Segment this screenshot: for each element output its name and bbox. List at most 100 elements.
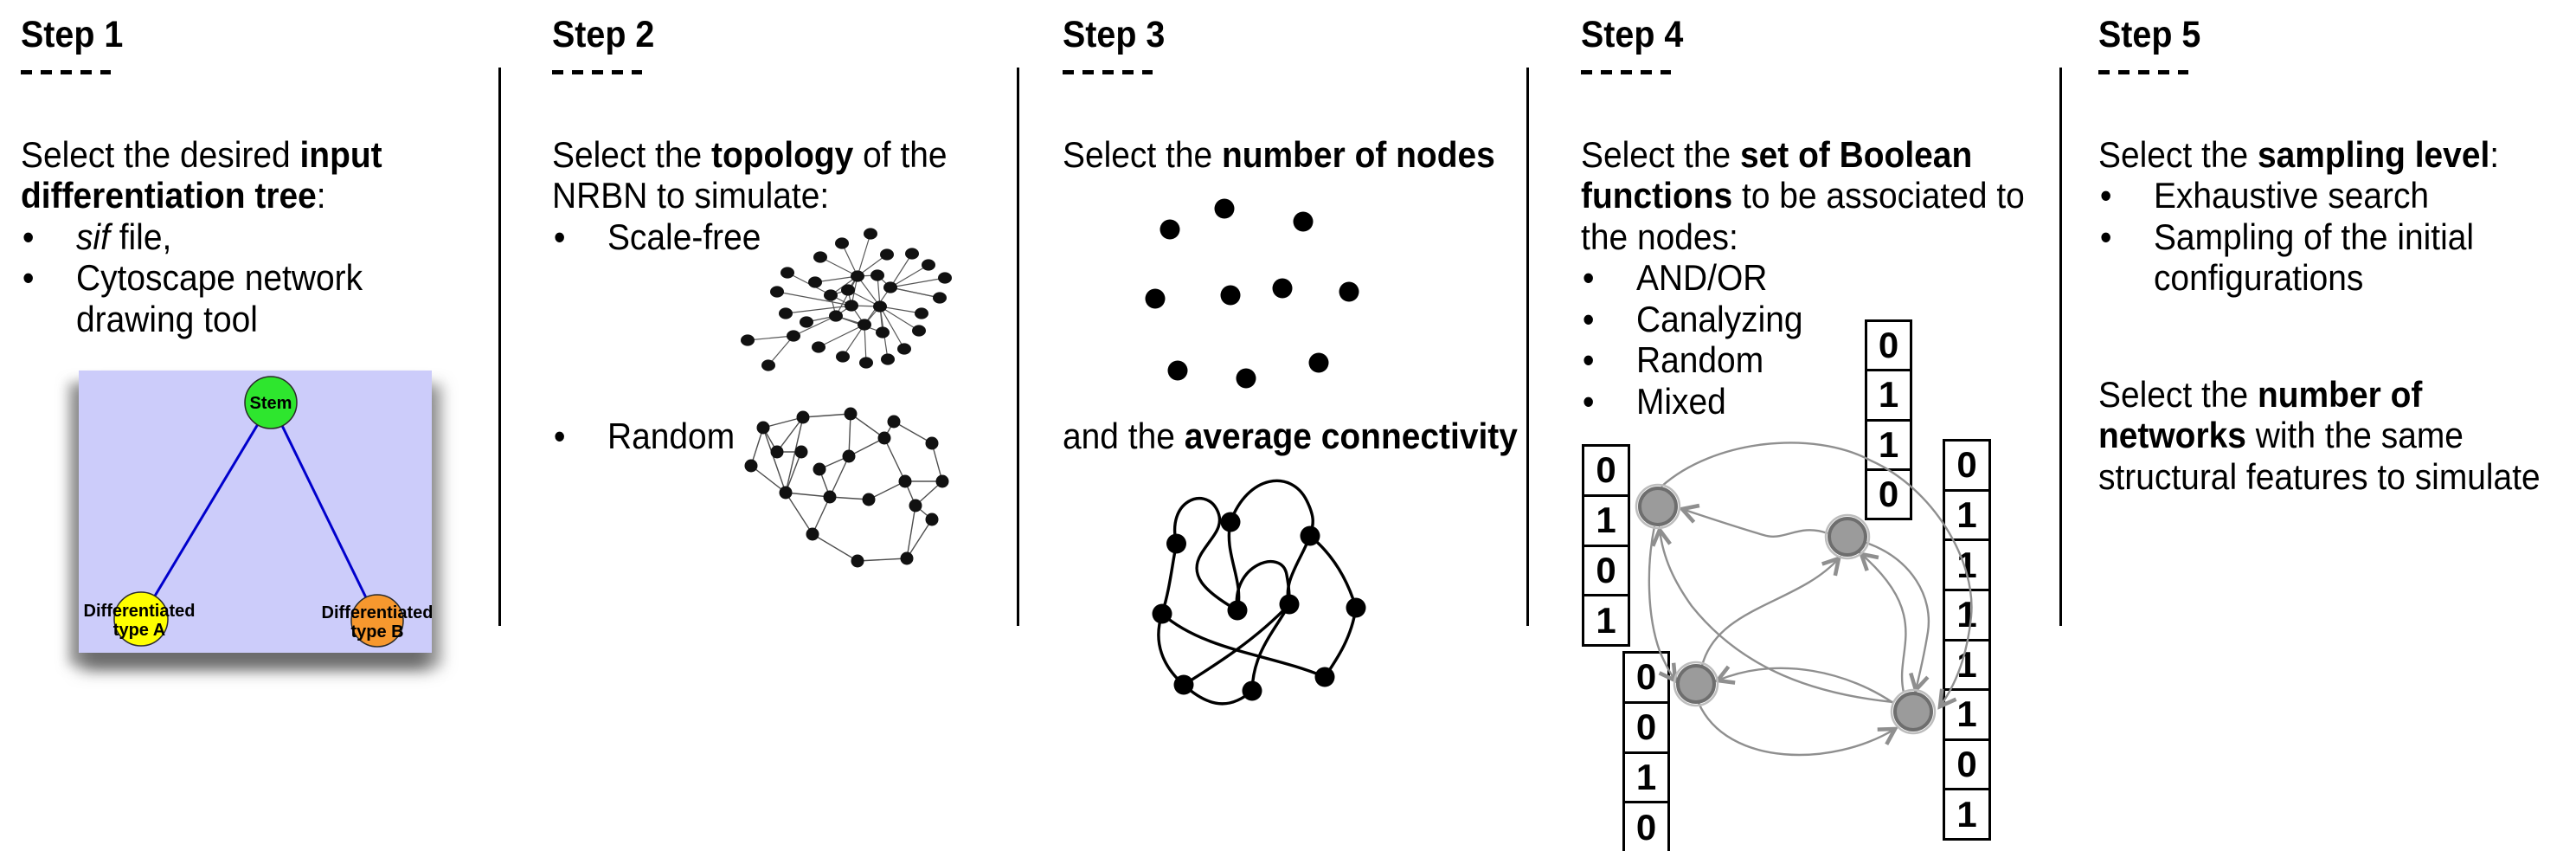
arrow-a-to-c: [1648, 525, 1678, 684]
text-segment: differentiation tree: [21, 175, 317, 216]
bullet-icon: •: [2099, 216, 2112, 257]
step-5-text-line-3: networks with the same: [2098, 415, 2464, 456]
text-segment: Random: [1635, 339, 1764, 380]
truth-table-cell: 0: [1625, 801, 1667, 851]
step-3-dashed-separator: [1063, 70, 1153, 74]
stem-node: [244, 376, 298, 429]
column-divider-3: [1526, 68, 1529, 626]
truth-table-cell: 0: [1956, 444, 1977, 486]
step-2-dashed-separator: [552, 70, 642, 74]
text-segment: Cytoscape network: [75, 257, 363, 298]
bullet-icon: •: [1582, 257, 1595, 298]
step-4-text-line-2: functions to be associated to: [1581, 175, 2025, 216]
arrow-c-to-b: [1700, 555, 1842, 667]
boolean-network-arrows: [1648, 442, 1973, 757]
text-segment: Select the: [2098, 374, 2258, 415]
truth-table-cell: 0: [1878, 325, 1899, 366]
step-2-text-line-1: Select the topology of the: [552, 134, 948, 176]
text-segment: Scale-free: [607, 216, 761, 257]
text-segment: Canalyzing: [1635, 299, 1803, 339]
type-b-label-line-1: Differentiated: [322, 603, 432, 622]
bullet-icon: •: [1582, 381, 1595, 422]
text-segment: sif: [75, 216, 110, 257]
text-segment: NRBN to simulate:: [552, 175, 830, 216]
connectivity-dots: [1152, 512, 1366, 701]
step-3-title: Step 3: [1063, 14, 1166, 55]
tree-edges: [139, 402, 379, 622]
text-segment: Select the: [552, 134, 711, 175]
random-network-figure: [744, 407, 949, 568]
scale-free-nodes: [741, 228, 952, 371]
step-4-title: Step 4: [1581, 14, 1684, 55]
boolean-network-nodes: [1635, 483, 1937, 735]
text-segment: with the same: [2245, 415, 2464, 455]
random-edges: [750, 413, 943, 562]
text-segment: structural features to simulate: [2098, 456, 2541, 497]
step-5-text-line-4: structural features to simulate: [2098, 456, 2541, 498]
column-divider-4: [2059, 68, 2062, 626]
truth-table-cell: 1: [1625, 751, 1667, 802]
bullet-icon: •: [2099, 175, 2112, 216]
text-segment: number of nodes: [1221, 134, 1495, 175]
step-5-text-line-2: Select the number of: [2098, 374, 2422, 416]
text-segment: file,: [109, 216, 172, 257]
stem-node-label: Stem: [250, 394, 292, 413]
text-segment: AND/OR: [1635, 257, 1768, 298]
arrow-d-to-b: [1858, 551, 1907, 693]
bullet-icon: •: [22, 216, 35, 257]
arrow-a-to-d: [1661, 442, 1973, 710]
type-a-label-line-2: type A: [113, 621, 165, 640]
text-segment: Mixed: [1635, 381, 1726, 422]
step-5-dashed-separator: [2098, 70, 2188, 74]
text-segment: :: [316, 175, 326, 216]
text-segment: :: [2489, 134, 2500, 175]
text-segment: Select the desired: [21, 134, 300, 175]
bullet-icon: •: [1582, 339, 1595, 380]
bullet-icon: •: [22, 257, 35, 298]
random-nodes: [744, 407, 949, 568]
bullet-icon: •: [553, 216, 566, 257]
boolean-node-d: [1890, 688, 1937, 735]
cloud-dots: [1145, 198, 1359, 389]
text-segment: drawing tool: [75, 299, 258, 339]
connectivity-figure: [1152, 479, 1366, 706]
truth-table-cell: 0: [1596, 449, 1616, 491]
truth-table-cell: 1: [1945, 538, 1988, 589]
truth-table-cell: 0: [1635, 656, 1657, 698]
truth-table-cell: 0: [1584, 544, 1628, 595]
step-3-text-line-1: Select the number of nodes: [1063, 134, 1495, 176]
step-4-dashed-separator: [1581, 70, 1671, 74]
text-segment: Random: [607, 416, 736, 456]
text-segment: number of: [2257, 374, 2423, 415]
differentiated-type-a-node: [113, 591, 169, 647]
text-segment: and the: [1063, 416, 1185, 456]
text-segment: the nodes:: [1581, 216, 1738, 257]
arrow-d-to-a: [1651, 525, 1894, 704]
differentiation-tree-figure: Stem Differentiated type A Differentiate…: [79, 371, 432, 653]
nodes-cloud-figure: [1145, 198, 1359, 389]
text-segment: input: [299, 134, 382, 175]
arrow-b-to-d: [1866, 541, 1930, 694]
step-4-text-line-3: the nodes:: [1581, 216, 1738, 258]
step-1-title: Step 1: [21, 14, 124, 55]
boolean-node-a: [1635, 483, 1681, 530]
step-2-title: Step 2: [552, 14, 655, 55]
text-segment: networks: [2098, 415, 2246, 455]
text-segment: Exhaustive search: [2153, 175, 2430, 216]
type-b-label-line-2: type B: [350, 622, 403, 641]
truth-table-cell: 1: [1945, 488, 1988, 539]
truth-table-cell: 1: [1867, 369, 1910, 418]
text-segment: sampling level: [2257, 134, 2490, 175]
text-segment: Select the: [1063, 134, 1222, 175]
bullet-icon: •: [553, 416, 566, 456]
truth-table-cell: 1: [1584, 594, 1628, 644]
step-1-dashed-separator: [21, 70, 111, 74]
differentiated-type-b-node: [350, 594, 404, 648]
truth-table-cell: 1: [1584, 493, 1628, 545]
truth-table-cell: 1: [1945, 688, 1988, 738]
truth-table-cell: 1: [1945, 788, 1988, 838]
arrow-b-to-a: [1678, 503, 1828, 538]
